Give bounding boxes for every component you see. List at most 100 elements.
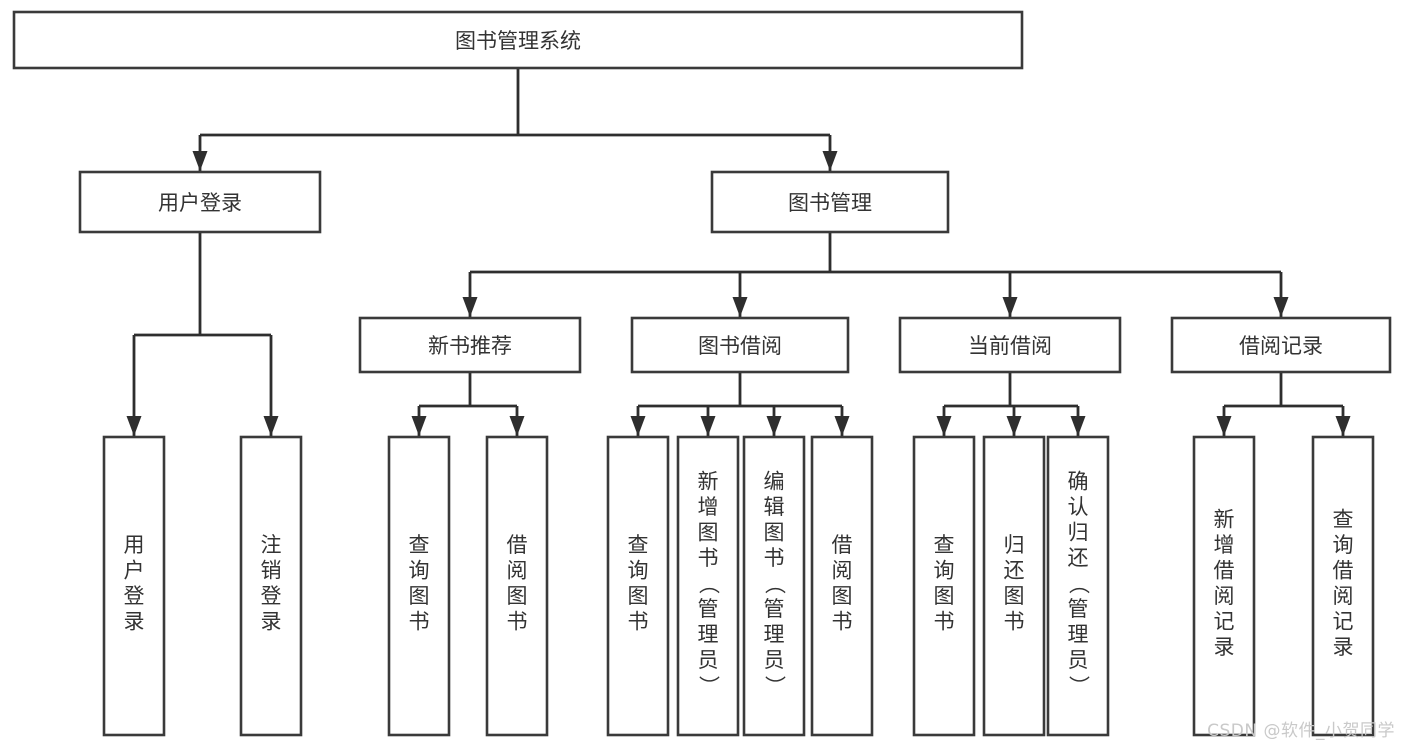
svg-text:编: 编: [764, 469, 785, 493]
svg-text:）: ）: [696, 675, 720, 696]
node-box-user-login[interactable]: [78, 170, 322, 234]
svg-text:登: 登: [124, 584, 145, 608]
current-borrow-arrow-0: [936, 416, 952, 436]
svg-text:图: 图: [934, 584, 955, 608]
svg-text:询: 询: [1333, 533, 1354, 557]
svg-text:图: 图: [832, 584, 853, 608]
svg-text:还: 还: [1004, 559, 1025, 583]
svg-text:询: 询: [409, 559, 430, 583]
book-manage-arrow-2: [1002, 297, 1018, 317]
book-borrow-arrow-3: [834, 416, 850, 436]
svg-text:书: 书: [832, 610, 853, 634]
nodes-layer: 图书管理系统用户登录图书管理新书推荐图书借阅当前借阅借阅记录用户登录注销登录查询…: [12, 10, 1392, 737]
node-box-leaf-borrow-book-1[interactable]: [485, 435, 549, 737]
svg-text:增: 增: [698, 495, 719, 519]
svg-text:图: 图: [409, 584, 430, 608]
svg-text:书: 书: [934, 610, 955, 634]
svg-text:增: 增: [1214, 533, 1235, 557]
svg-text:用: 用: [124, 533, 145, 557]
svg-text:归: 归: [1004, 533, 1025, 557]
node-label-book-manage: 图书管理: [788, 191, 872, 215]
book-manage-arrow-1: [732, 297, 748, 317]
node-box-book-manage[interactable]: [710, 170, 950, 234]
svg-text:新: 新: [698, 469, 719, 493]
svg-text:员: 员: [1068, 648, 1089, 672]
svg-text:理: 理: [764, 622, 785, 646]
svg-text:员: 员: [764, 648, 785, 672]
svg-text:书: 书: [507, 610, 528, 634]
svg-text:图: 图: [764, 520, 785, 544]
svg-text:记: 记: [1214, 610, 1235, 634]
node-box-leaf-query-record[interactable]: [1311, 435, 1375, 737]
borrow-record-arrow-1: [1335, 416, 1351, 436]
node-label-leaf-user-login: 用户登录: [124, 533, 145, 634]
svg-text:阅: 阅: [1214, 584, 1235, 608]
node-label-book-borrow: 图书借阅: [698, 334, 782, 358]
svg-text:图: 图: [698, 520, 719, 544]
node-box-leaf-borrow-book-2[interactable]: [810, 435, 874, 737]
node-box-leaf-query-book-1[interactable]: [387, 435, 451, 737]
svg-text:查: 查: [1333, 508, 1354, 532]
node-box-leaf-user-login[interactable]: [102, 435, 166, 737]
svg-text:（: （: [696, 573, 720, 594]
svg-text:借: 借: [1214, 559, 1235, 583]
svg-text:录: 录: [1214, 635, 1235, 659]
svg-text:借: 借: [1333, 559, 1354, 583]
node-box-leaf-user-logout[interactable]: [239, 435, 303, 737]
book-borrow-arrow-0: [630, 416, 646, 436]
node-box-leaf-add-record[interactable]: [1192, 435, 1256, 737]
new-book-recommend-arrow-1: [509, 416, 525, 436]
book-borrow-arrow-2: [766, 416, 782, 436]
svg-text:）: ）: [762, 675, 786, 696]
svg-text:阅: 阅: [832, 559, 853, 583]
svg-text:归: 归: [1068, 520, 1089, 544]
node-box-root[interactable]: [12, 10, 1024, 70]
node-box-leaf-return-book[interactable]: [982, 435, 1046, 737]
svg-text:管: 管: [698, 597, 719, 621]
svg-text:）: ）: [1066, 675, 1090, 696]
svg-text:查: 查: [628, 533, 649, 557]
svg-text:新: 新: [1214, 508, 1235, 532]
node-box-leaf-edit-book[interactable]: [742, 435, 806, 737]
svg-text:查: 查: [934, 533, 955, 557]
svg-text:理: 理: [698, 622, 719, 646]
book-manage-arrow-3: [1273, 297, 1289, 317]
root-arrow-0: [192, 151, 208, 171]
node-label-user-login: 用户登录: [158, 191, 242, 215]
svg-text:还: 还: [1068, 546, 1089, 570]
svg-text:确: 确: [1068, 469, 1089, 493]
svg-text:（: （: [1066, 573, 1090, 594]
node-box-leaf-confirm-return[interactable]: [1046, 435, 1110, 737]
connector-edges-layer: [126, 68, 1351, 436]
node-box-leaf-query-book-3[interactable]: [912, 435, 976, 737]
svg-text:户: 户: [124, 559, 145, 583]
node-box-new-book-recommend[interactable]: [358, 316, 582, 374]
svg-text:销: 销: [261, 559, 282, 583]
svg-text:询: 询: [628, 559, 649, 583]
node-label-current-borrow: 当前借阅: [968, 334, 1052, 358]
svg-text:图: 图: [1004, 584, 1025, 608]
svg-text:书: 书: [764, 546, 785, 570]
svg-text:管: 管: [764, 597, 785, 621]
borrow-record-arrow-0: [1216, 416, 1232, 436]
svg-text:辑: 辑: [764, 495, 785, 519]
svg-text:员: 员: [698, 648, 719, 672]
svg-text:询: 询: [934, 559, 955, 583]
current-borrow-arrow-1: [1006, 416, 1022, 436]
root-arrow-1: [822, 151, 838, 171]
node-box-leaf-query-book-2[interactable]: [606, 435, 670, 737]
node-box-leaf-add-book[interactable]: [676, 435, 740, 737]
node-box-borrow-record[interactable]: [1170, 316, 1392, 374]
svg-text:借: 借: [832, 533, 853, 557]
node-box-book-borrow[interactable]: [630, 316, 850, 374]
node-box-current-borrow[interactable]: [898, 316, 1122, 374]
